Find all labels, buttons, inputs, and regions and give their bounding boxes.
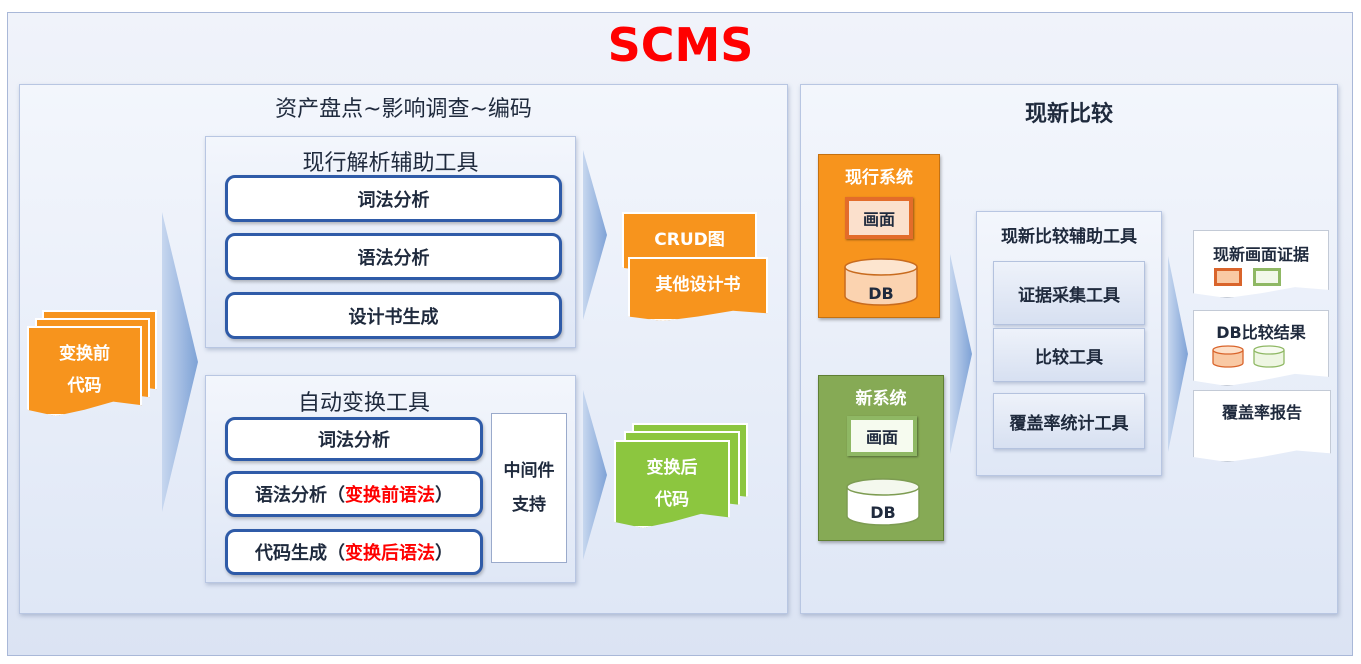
other-design-doc-label: 其他设计书: [655, 275, 741, 295]
right-panel-title: 现新比较: [1024, 102, 1113, 127]
convert-syntax-pill: 语法分析（变换前语法）: [225, 471, 483, 517]
coverage-report-label: 覆盖率报告: [1221, 403, 1302, 422]
green-db-icon: [1253, 345, 1285, 368]
analysis-arrow: [583, 150, 607, 320]
convert-syntax-end: ）: [435, 485, 453, 506]
green-screen-icon: [1253, 268, 1281, 286]
evidence-collect-tool: 证据采集工具: [993, 261, 1145, 325]
current-db-cylinder: [844, 258, 918, 306]
lexical-analysis-pill: 词法分析: [225, 175, 562, 222]
input-doc-line2: 代码: [67, 376, 102, 396]
input-doc: 变换前 代码: [27, 326, 142, 416]
code-gen-main: 代码生成（: [255, 543, 345, 564]
output-doc-line1: 变换后: [646, 458, 698, 478]
compare-tool-title: 现新比较辅助工具: [1001, 227, 1137, 247]
convert-syntax-main: 语法分析（: [255, 485, 345, 506]
current-screen: 画面: [845, 197, 913, 239]
input-arrow: [162, 212, 198, 512]
db-compare-label: DB比较结果: [1216, 323, 1306, 342]
code-gen-pill: 代码生成（变换后语法）: [225, 529, 483, 575]
compare-tool: 比较工具: [993, 328, 1145, 382]
left-panel-title: 资产盘点~影响调查~编码: [275, 97, 532, 122]
convert-syntax-red: 变换前语法: [345, 485, 435, 506]
middleware-line2: 支持: [512, 495, 546, 515]
current-system-label: 现行系统: [845, 168, 913, 188]
diagram-title: SCMS: [607, 18, 754, 72]
coverage-stat-tool: 覆盖率统计工具: [993, 393, 1145, 449]
results-arrow: [1168, 256, 1188, 452]
orange-db-icon: [1212, 345, 1244, 368]
output-doc: 变换后 代码: [614, 440, 730, 528]
analysis-tool-title: 现行解析辅助工具: [302, 151, 479, 176]
syntax-analysis-pill: 语法分析: [225, 233, 562, 280]
current-db-label: DB: [868, 284, 894, 303]
new-db-cylinder: [846, 478, 920, 526]
convert-arrow: [583, 390, 607, 560]
design-doc-gen-pill: 设计书生成: [225, 292, 562, 339]
new-system-label: 新系统: [855, 389, 907, 409]
other-design-doc: 其他设计书: [628, 257, 768, 321]
input-doc-line1: 变换前: [59, 344, 110, 364]
new-db-label: DB: [870, 503, 896, 522]
middleware-line1: 中间件: [503, 461, 555, 481]
middleware-box: 中间件 支持: [491, 413, 567, 563]
crud-doc-label: CRUD图: [654, 230, 725, 250]
code-gen-red: 变换后语法: [345, 543, 435, 564]
compare-in-arrow: [950, 254, 972, 454]
new-screen: 画面: [847, 416, 917, 456]
convert-tool-title: 自动变换工具: [297, 391, 430, 416]
coverage-report-doc: 覆盖率报告: [1193, 390, 1331, 462]
screen-evidence-label: 现新画面证据: [1212, 245, 1309, 264]
convert-lexical-pill: 词法分析: [225, 417, 483, 461]
screen-evidence-doc: 现新画面证据: [1193, 230, 1329, 298]
orange-screen-icon: [1214, 268, 1242, 286]
code-gen-end: ）: [435, 543, 453, 564]
output-doc-line2: 代码: [655, 490, 689, 510]
